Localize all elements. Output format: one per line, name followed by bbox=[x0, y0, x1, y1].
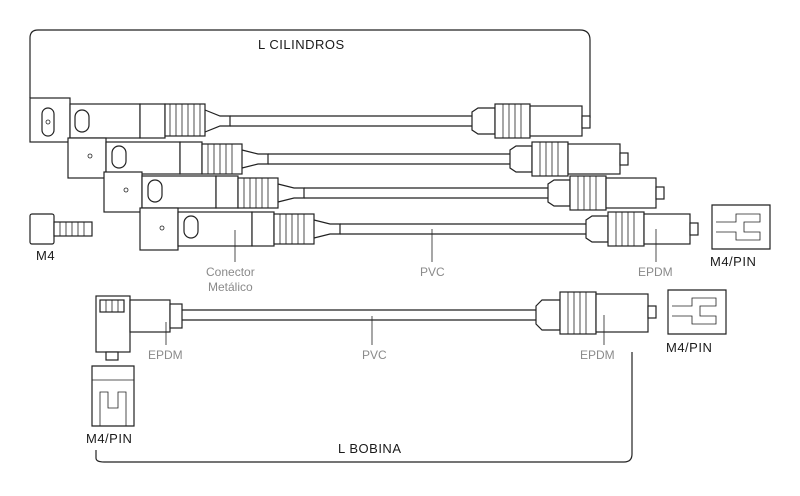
m4pin-terminal-mid-right bbox=[667, 289, 727, 335]
epdm-label-top: EPDM bbox=[638, 265, 673, 279]
coil-cable bbox=[95, 291, 657, 361]
m4pin-terminal-left bbox=[91, 365, 135, 427]
conector-label-line2: Metálico bbox=[208, 280, 253, 294]
l-cilindros-label: L CILINDROS bbox=[258, 37, 345, 52]
pvc-label-bottom: PVC bbox=[362, 348, 387, 362]
cable-2 bbox=[67, 137, 629, 179]
l-cilindros-bracket bbox=[29, 29, 591, 118]
pvc-label-top: PVC bbox=[420, 265, 445, 279]
m4pin-label-top-right: M4/PIN bbox=[710, 254, 756, 269]
cable-4 bbox=[139, 207, 699, 262]
l-bobina-label: L BOBINA bbox=[338, 441, 401, 456]
m4pin-terminal-top-right bbox=[711, 204, 771, 250]
conector-label-line1: Conector bbox=[206, 265, 255, 279]
m4pin-label-left: M4/PIN bbox=[86, 431, 132, 446]
l-bobina-bracket bbox=[95, 352, 633, 463]
m4-screw bbox=[29, 213, 93, 245]
m4pin-label-mid-right: M4/PIN bbox=[666, 340, 712, 355]
m4-label: M4 bbox=[36, 248, 55, 263]
cable-1 bbox=[29, 97, 591, 143]
epdm-label-left: EPDM bbox=[148, 348, 183, 362]
cable-3 bbox=[103, 171, 665, 213]
epdm-label-right: EPDM bbox=[580, 348, 615, 362]
